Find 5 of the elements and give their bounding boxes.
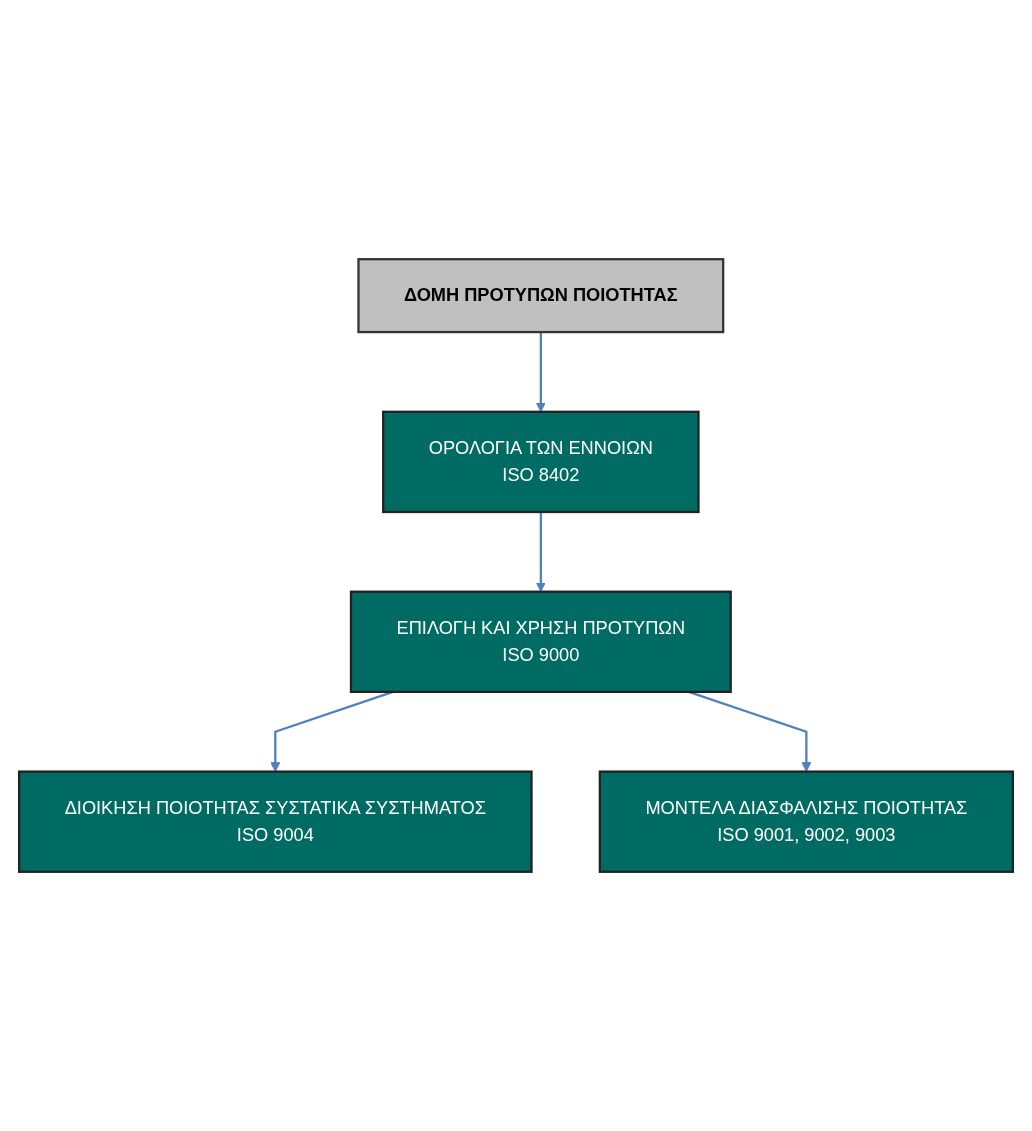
node-box: ΔΟΜΗ ΠΡΟΤΥΠΩΝ ΠΟΙΟΤΗΤΑΣ	[357, 258, 725, 334]
node-box: ΟΡΟΛΟΓΙΑ ΤΩΝ ΕΝΝΟΙΩΝ ISO 8402	[382, 410, 700, 514]
node-box: ΜΟΝΤΕΛΑ ΔΙΑΣΦΑΛΙΣΗΣ ΠΟΙΟΤΗΤΑΣ ISO 9001, 9002, 9003	[598, 770, 1015, 873]
node-box: ΕΠΙΛΟΓΗ ΚΑΙ ΧΡΗΣΗ ΠΡΟΤΥΠΩΝ ISO 9000	[349, 590, 732, 694]
node-box: ΔΙΟΙΚΗΣΗ ΠΟΙΟΤΗΤΑΣ ΣΥΣΤΑΤΙΚΑ ΣΥΣΤΗΜΑΤΟΣ ISO 9004	[17, 770, 533, 873]
